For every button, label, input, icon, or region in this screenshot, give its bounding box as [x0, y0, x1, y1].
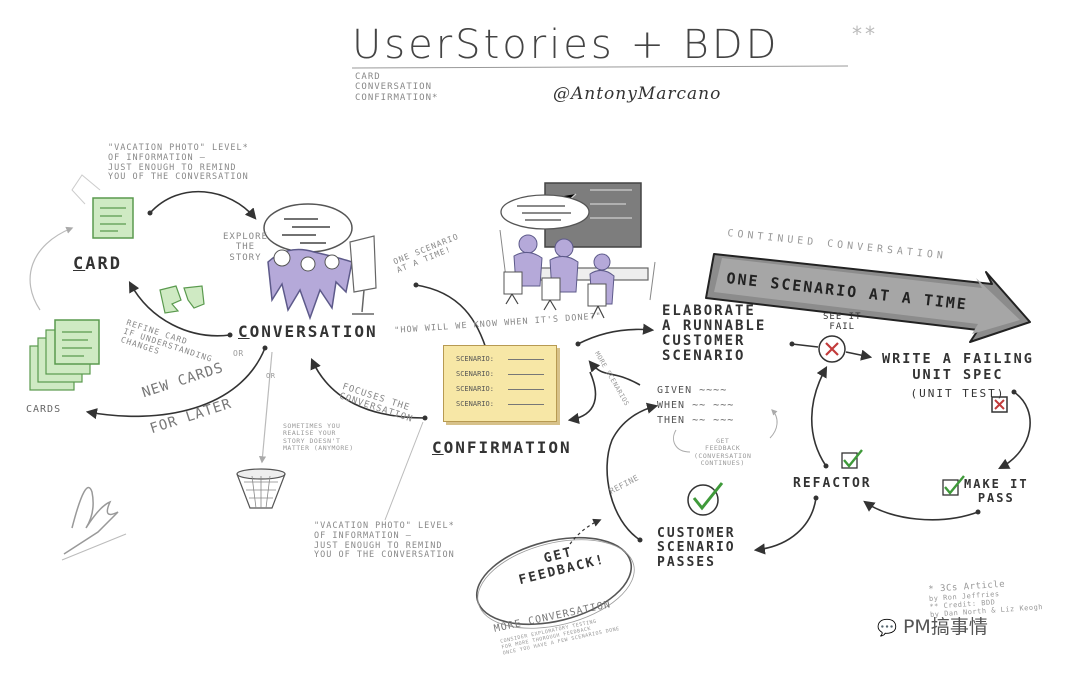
write-failing-line: UNIT SPEC: [912, 367, 1004, 384]
vacation-note-bottom-line: "VACATION PHOTO" LEVEL*: [314, 521, 455, 531]
vacation-note-bottom-line: OF INFORMATION —: [314, 530, 412, 541]
three-cs: CARD CONVERSATION CONFIRMATION*: [355, 72, 438, 103]
gwt-when-label: WHEN: [657, 400, 686, 411]
pass-check-icon: [942, 475, 965, 496]
gwt-given-label: GIVEN: [657, 385, 693, 396]
sometimes-note: SOMETIMES YOU REALISE YOUR STORY DOESN'T…: [283, 422, 354, 453]
vacation-note-bottom-line: JUST ENOUGH TO REMIND: [314, 540, 443, 551]
unit-test-fail-icon: [991, 396, 1008, 413]
make-it-pass-label: MAKE IT PASS: [964, 477, 1029, 506]
scenario-row: SCENARIO:: [456, 370, 544, 378]
gwt-given: GIVEN ~~~~: [657, 385, 728, 396]
or-label-1: OR: [233, 349, 244, 358]
or-label-2: OR: [266, 372, 276, 380]
sometimes-note-line: STORY DOESN'T: [283, 436, 341, 445]
see-it-fail-line: FAIL: [829, 322, 856, 333]
vacation-note-top-line: "VACATION PHOTO" LEVEL*: [108, 143, 249, 153]
explore-story: EXPLORE THE STORY: [223, 232, 268, 263]
customer-passes-line: SCENARIO: [657, 540, 736, 556]
scenario-card: SCENARIO: SCENARIO: SCENARIO: SCENARIO:: [443, 345, 557, 422]
whiteboard-icon: [349, 235, 377, 315]
elaborate-line: CUSTOMER: [662, 333, 746, 350]
signature-icon: [61, 486, 127, 561]
refactor-label: REFACTOR: [793, 476, 872, 491]
watermark: 💬 PM搞事情: [877, 612, 988, 639]
customer-passes-label: CUSTOMER SCENARIO PASSES: [657, 526, 736, 570]
feedback-oval: [475, 536, 635, 629]
refactor-check-icon: [841, 449, 863, 469]
customer-passes-line: PASSES: [657, 554, 716, 570]
author: @AntonyMarcano: [553, 84, 722, 104]
fail-icon: [818, 335, 846, 363]
elaborate-line: ELABORATE: [662, 303, 756, 319]
write-failing-line: (UNIT TEST): [910, 387, 1006, 401]
card-stack-icon: [29, 319, 100, 391]
page-title: UserStories + BDD: [352, 22, 780, 68]
gwt-when: WHEN ~~ ~~~: [657, 400, 735, 411]
card-label: CARD: [73, 254, 122, 274]
three-cs-conversation: CONVERSATION: [355, 82, 433, 93]
explore-story-line: THE: [235, 242, 256, 253]
explore-story-line: STORY: [229, 252, 262, 263]
get-feedback-small-line: (CONVERSATION: [694, 451, 752, 460]
banner-arrow: ONE SCENARIO AT A TIME: [705, 253, 1031, 343]
explore-story-line: EXPLORE: [223, 232, 268, 242]
title-underline: [351, 65, 849, 69]
write-failing-label: WRITE A FAILING UNIT SPEC (UNIT TEST): [882, 351, 1034, 401]
team-icon: [499, 182, 656, 319]
cards-label: CARDS: [26, 404, 62, 415]
gwt-then: THEN ~~ ~~~: [657, 415, 735, 426]
elaborate-line: SCENARIO: [662, 348, 746, 365]
sometimes-note-line: MATTER (ANYMORE): [283, 444, 354, 453]
sometimes-note-line: SOMETIMES YOU: [283, 422, 341, 430]
get-feedback-small: GET FEEDBACK (CONVERSATION CONTINUES): [694, 437, 752, 468]
scenario-row: SCENARIO:: [456, 355, 544, 363]
get-feedback-small-line: CONTINUES): [700, 459, 745, 468]
elaborate-label: ELABORATE A RUNNABLE CUSTOMER SCENARIO: [662, 303, 767, 365]
three-cs-confirmation: CONFIRMATION*: [355, 92, 439, 103]
vacation-note-bottom-line: YOU OF THE CONVERSATION: [314, 550, 455, 561]
see-it-fail-line: SEE IT: [823, 312, 862, 322]
watermark-text: PM搞事情: [902, 616, 988, 638]
conversation-label: CONVERSATION: [238, 322, 378, 341]
confirmation-label: CONFIRMATION: [432, 438, 572, 457]
see-it-fail: SEE IT FAIL: [823, 312, 862, 333]
make-it-pass-line: MAKE IT: [964, 477, 1029, 491]
waste-basket-icon: [236, 468, 286, 509]
three-cs-card: CARD: [355, 72, 381, 82]
vacation-note-top-line: JUST ENOUGH TO REMIND: [108, 162, 237, 173]
vacation-note-bottom: "VACATION PHOTO" LEVEL* OF INFORMATION —…: [314, 521, 455, 561]
get-feedback-small-line: GET: [716, 437, 730, 445]
gwt-then-label: THEN: [657, 415, 686, 426]
vacation-note-top-line: OF INFORMATION —: [108, 152, 206, 163]
make-it-pass-line: PASS: [977, 491, 1015, 506]
title-asterisks: **: [851, 22, 878, 46]
vacation-note-top-line: YOU OF THE CONVERSATION: [108, 172, 249, 183]
scenario-row: SCENARIO:: [456, 400, 544, 408]
card-icon: [92, 197, 134, 239]
checkmark-icon: [687, 482, 724, 516]
write-failing-line: WRITE A FAILING: [882, 351, 1034, 367]
sometimes-note-line: REALISE YOUR: [283, 429, 336, 438]
scenario-row: SCENARIO:: [456, 385, 544, 393]
gwt-block: GIVEN ~~~~ WHEN ~~ ~~~ THEN ~~ ~~~: [657, 383, 734, 428]
vacation-note-top: "VACATION PHOTO" LEVEL* OF INFORMATION —…: [108, 143, 249, 183]
conversation-people-icon: [267, 248, 353, 321]
torn-cards-icon: [159, 285, 205, 314]
wechat-icon: 💬: [877, 618, 897, 637]
get-feedback-small-line: FEEDBACK: [705, 444, 741, 453]
customer-passes-line: CUSTOMER: [657, 526, 736, 541]
elaborate-line: A RUNNABLE: [662, 318, 767, 335]
